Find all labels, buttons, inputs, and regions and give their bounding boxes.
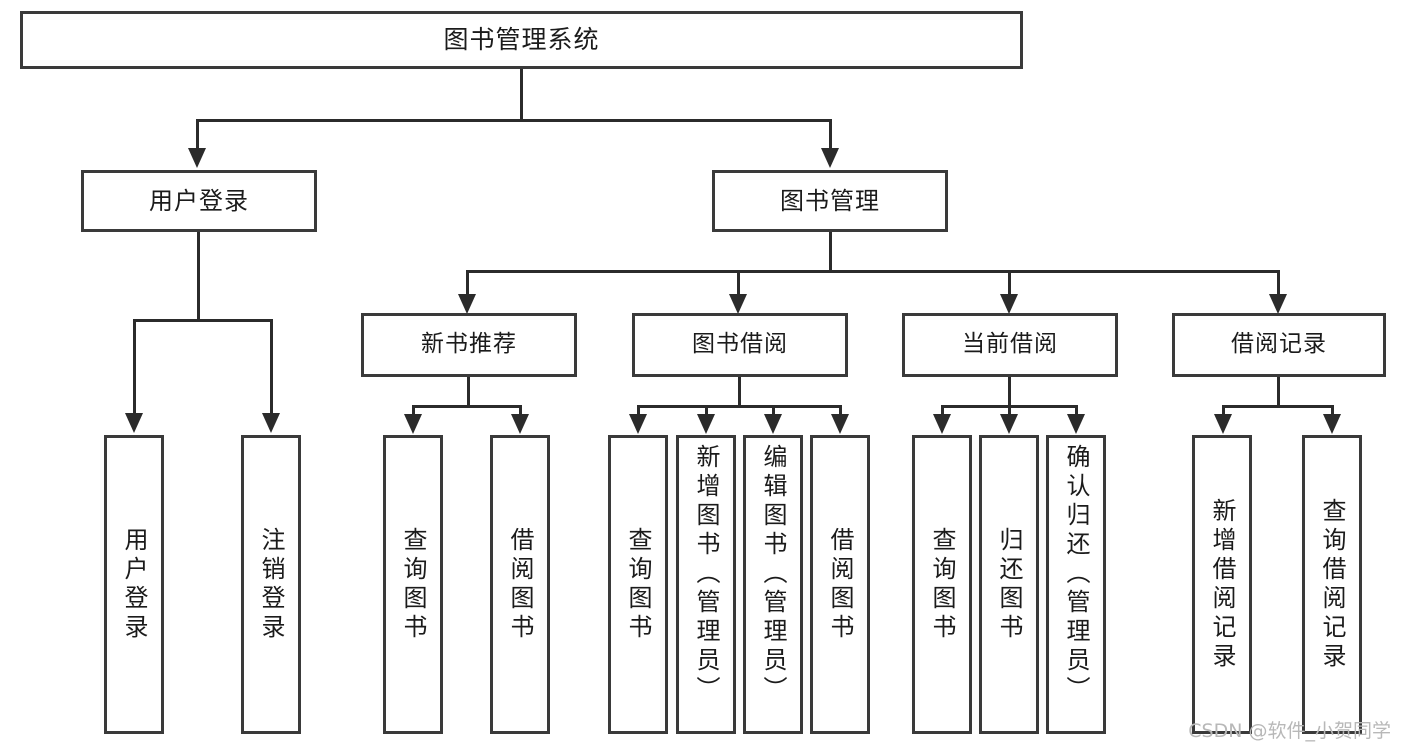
arrowhead-book-borrow [729,294,747,314]
arrowhead-leaf-query-book-nbr [404,414,422,434]
leaf-confirm-return-admin[interactable]: 确认归还（管理员） [1046,435,1106,734]
node-user-login[interactable]: 用户登录 [81,170,317,232]
connector-bb-drop-4 [839,405,842,415]
leaf-label: 查询图书 [399,526,427,643]
leaf-label: 借阅图书 [826,526,854,643]
connector-nbr-bus [412,405,522,408]
node-borrow-record[interactable]: 借阅记录 [1172,313,1386,377]
arrowhead-leaf-query-record [1323,414,1341,434]
leaf-label: 确认归还（管理员） [1062,444,1090,705]
leaf-label: 查询图书 [928,526,956,643]
connector-bb-drop-2 [705,405,708,415]
leaf-label: 用户登录 [120,526,148,643]
arrowhead-leaf-borrow-book-nbr [511,414,529,434]
arrowhead-new-book-recommend [458,294,476,314]
node-new-book-recommend[interactable]: 新书推荐 [361,313,577,377]
leaf-edit-book-admin[interactable]: 编辑图书（管理员） [743,435,803,734]
connector-bb-bus [637,405,842,408]
node-root-book-management-system[interactable]: 图书管理系统 [20,11,1023,69]
arrowhead-leaf-borrow-book-bb [831,414,849,434]
node-label: 当前借阅 [962,331,1058,358]
connector-nbr-stem [467,377,470,405]
connector-cb-drop-3 [1075,405,1078,415]
node-label: 图书管理 [780,186,880,215]
connector-user-login-drop-1 [133,319,136,414]
leaf-return-book[interactable]: 归还图书 [979,435,1039,734]
connector-user-login-bus [133,319,273,322]
leaf-user-login[interactable]: 用户登录 [104,435,164,734]
leaf-label: 注销登录 [257,526,285,643]
arrowhead-leaf-add-record [1214,414,1232,434]
leaf-borrow-book-recommend[interactable]: 借阅图书 [490,435,550,734]
arrowhead-leaf-query-book-cb [933,414,951,434]
leaf-add-book-admin[interactable]: 新增图书（管理员） [676,435,736,734]
connector-br-bus [1222,405,1334,408]
connector-br-drop-1 [1222,405,1225,415]
arrowhead-book-management [821,148,839,168]
leaf-label: 借阅图书 [506,526,534,643]
leaf-label: 新增借阅记录 [1208,497,1236,672]
arrowhead-leaf-return-book [1000,414,1018,434]
arrowhead-current-borrow [1000,294,1018,314]
leaf-query-book-borrow[interactable]: 查询图书 [608,435,668,734]
connector-bb-drop-1 [637,405,640,415]
leaf-label: 新增图书（管理员） [692,444,720,705]
connector-root-to-user-login [196,119,199,149]
leaf-borrow-book-borrow[interactable]: 借阅图书 [810,435,870,734]
leaf-query-book-recommend[interactable]: 查询图书 [383,435,443,734]
node-label: 图书管理系统 [443,25,600,55]
connector-bm-drop-1 [466,270,469,295]
arrowhead-user-login [188,148,206,168]
connector-cb-stem [1008,377,1011,405]
arrowhead-leaf-query-book-bb [629,414,647,434]
connector-root-to-book-management [829,119,832,149]
arrowhead-leaf-logout [262,413,280,433]
arrowhead-leaf-user-login [125,413,143,433]
leaf-query-borrow-record[interactable]: 查询借阅记录 [1302,435,1362,734]
connector-nbr-drop-2 [519,405,522,415]
connector-nbr-drop-1 [412,405,415,415]
connector-root-bus [196,119,832,122]
arrowhead-leaf-confirm-return [1067,414,1085,434]
node-label: 借阅记录 [1231,331,1327,358]
connector-book-management-stem [829,232,832,270]
connector-user-login-stem [197,232,200,319]
node-label: 新书推荐 [421,331,517,358]
leaf-label: 查询图书 [624,526,652,643]
connector-bm-drop-2 [737,270,740,295]
connector-root-stem [520,69,523,119]
arrowhead-borrow-record [1269,294,1287,314]
node-current-borrow[interactable]: 当前借阅 [902,313,1118,377]
connector-bm-drop-3 [1008,270,1011,295]
leaf-label: 归还图书 [995,526,1023,643]
connector-cb-drop-1 [941,405,944,415]
connector-bb-drop-3 [772,405,775,415]
node-book-borrow[interactable]: 图书借阅 [632,313,848,377]
arrowhead-leaf-edit-book [764,414,782,434]
node-book-management[interactable]: 图书管理 [712,170,948,232]
connector-cb-drop-2 [1008,405,1011,415]
connector-bm-drop-4 [1277,270,1280,295]
connector-br-drop-2 [1331,405,1334,415]
leaf-query-book-current[interactable]: 查询图书 [912,435,972,734]
leaf-label: 查询借阅记录 [1318,497,1346,672]
connector-br-stem [1277,377,1280,405]
node-label: 用户登录 [149,186,249,215]
leaf-label: 编辑图书（管理员） [759,444,787,705]
node-label: 图书借阅 [692,331,788,358]
connector-bb-stem [738,377,741,405]
leaf-add-borrow-record[interactable]: 新增借阅记录 [1192,435,1252,734]
leaf-logout[interactable]: 注销登录 [241,435,301,734]
arrowhead-leaf-add-book [697,414,715,434]
connector-user-login-drop-2 [270,319,273,414]
connector-book-management-bus [466,270,1279,273]
